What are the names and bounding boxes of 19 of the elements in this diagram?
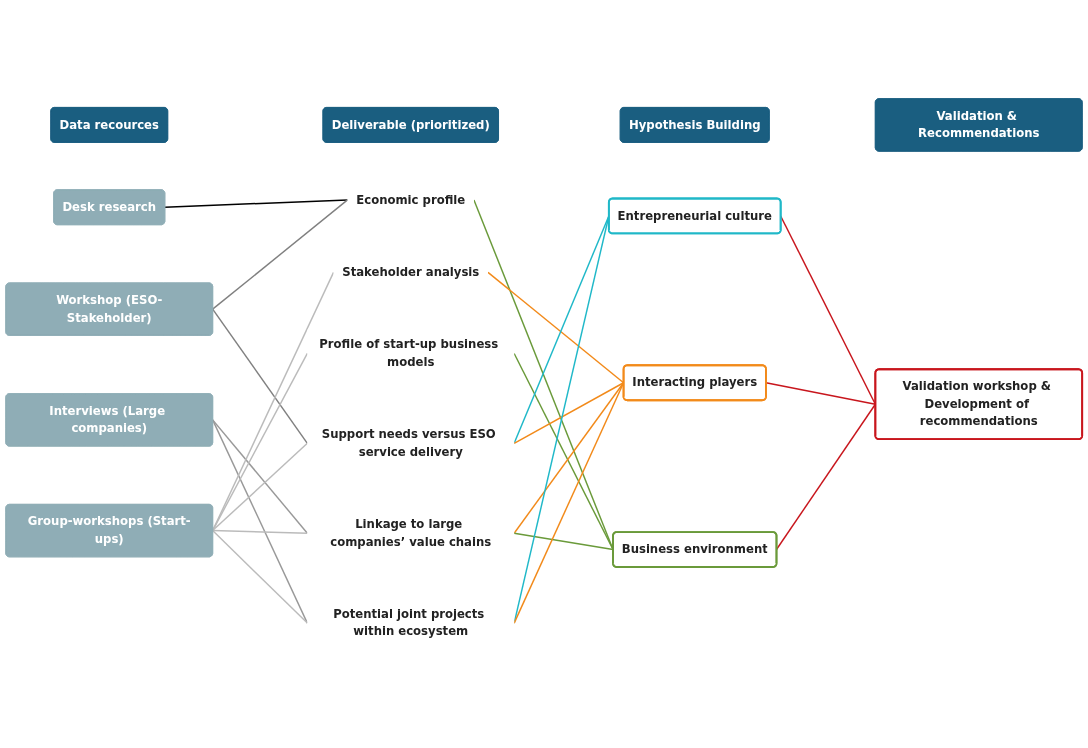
node-text: Linkage to large companies’ value chains <box>330 517 492 549</box>
connector <box>473 199 614 551</box>
connector <box>164 199 349 208</box>
connector <box>513 352 614 551</box>
node-text: Support needs versus ESO service delivery <box>321 427 496 459</box>
connector <box>211 199 349 310</box>
connector <box>211 308 309 445</box>
connector <box>211 352 309 532</box>
node-text: Stakeholder analysis <box>342 265 480 279</box>
connector <box>211 271 335 532</box>
connector <box>211 419 309 624</box>
node-text: Profile of start-up business models <box>319 337 499 369</box>
connector <box>211 442 309 532</box>
connector <box>513 532 614 551</box>
connector <box>211 419 309 534</box>
connector <box>211 529 309 624</box>
node-text: Economic profile <box>356 192 466 207</box>
connector <box>211 529 309 534</box>
node-text: Potential joint projects within ecosystem <box>333 607 485 639</box>
